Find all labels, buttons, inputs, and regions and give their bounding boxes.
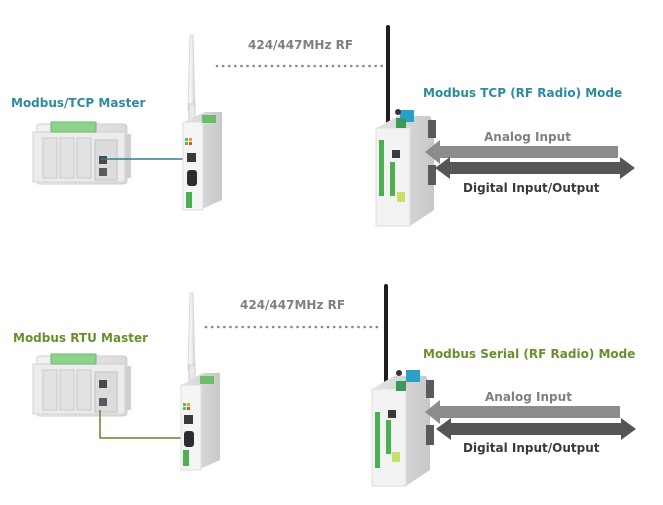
- rf-label: 424/447MHz RF: [248, 38, 354, 52]
- rf-io-device: [375, 25, 436, 227]
- plc-master-device: [32, 353, 131, 417]
- rf-io-device: [371, 284, 434, 487]
- rf-gateway-device: [182, 34, 222, 211]
- digital-io-label: Digital Input/Output: [463, 181, 600, 195]
- digital-io-label: Digital Input/Output: [463, 441, 600, 455]
- analog-input-label: Analog Input: [484, 130, 571, 144]
- analog-input-label: Analog Input: [485, 390, 572, 404]
- serial-cable: [99, 410, 188, 439]
- analog-input-arrow: [425, 140, 618, 164]
- mode-label: Modbus TCP (RF Radio) Mode: [423, 86, 623, 100]
- master-label: Modbus/TCP Master: [11, 96, 146, 110]
- digital-io-double-arrow: [436, 418, 636, 440]
- plc-master-device: [32, 121, 131, 185]
- rf-label: 424/447MHz RF: [240, 298, 346, 312]
- master-label: Modbus RTU Master: [13, 331, 149, 345]
- digital-io-double-arrow: [435, 157, 635, 179]
- mode-label: Modbus Serial (RF Radio) Mode: [423, 347, 636, 361]
- rf-gateway-device: [180, 292, 220, 471]
- analog-input-arrow: [425, 400, 620, 424]
